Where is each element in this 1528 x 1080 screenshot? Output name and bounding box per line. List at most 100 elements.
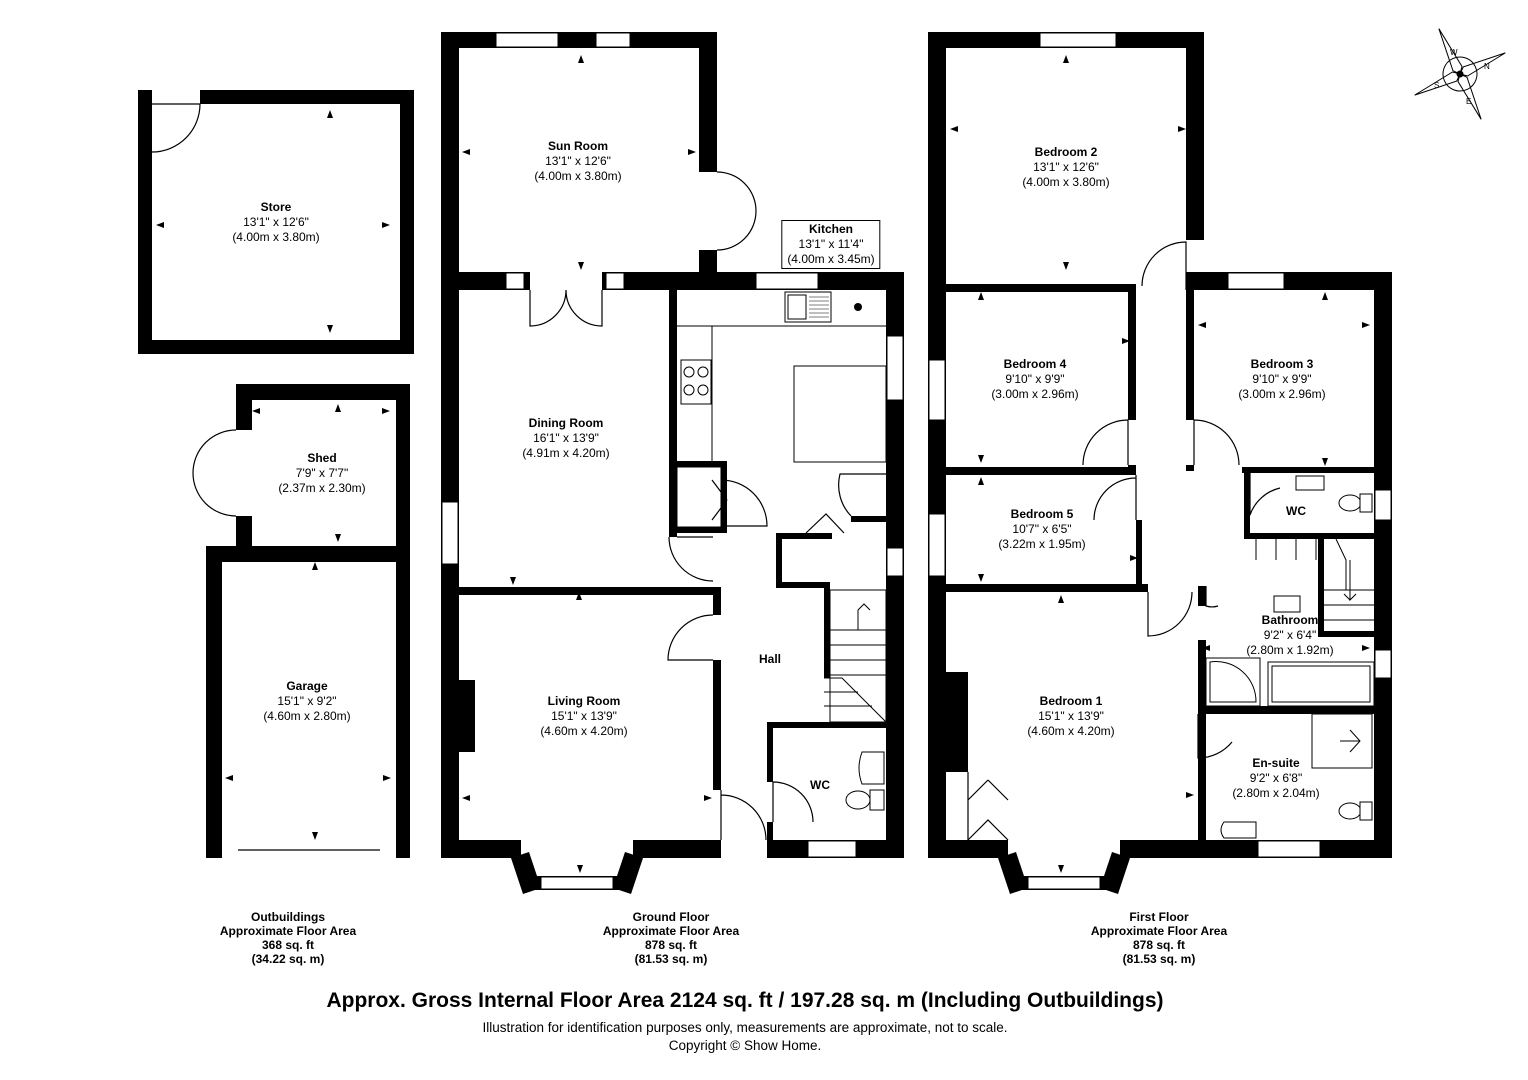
copyright-text: Copyright © Show Home. — [668, 1038, 822, 1053]
room-label-first-wc: WC — [1286, 504, 1306, 519]
room-dimensions-imperial: 9'10" x 9'9" — [1005, 372, 1065, 386]
room-dimensions-metric: (2.80m x 1.92m) — [1246, 643, 1334, 657]
room-label-ground-wc: WC — [810, 778, 830, 793]
kitchen-fittings — [676, 291, 887, 528]
room-dimensions-imperial: 9'2" x 6'4" — [1263, 628, 1317, 642]
gross-internal-area: Approx. Gross Internal Floor Area 2124 s… — [326, 989, 1164, 1012]
floor-title: First Floor — [1129, 910, 1189, 924]
room-dimensions-metric: (3.22m x 1.95m) — [998, 537, 1086, 551]
room-dimensions-metric: (3.00m x 2.96m) — [991, 387, 1079, 401]
room-name: Shed — [307, 451, 337, 465]
room-dimensions-metric: (2.37m x 2.30m) — [278, 481, 366, 495]
room-name: En-suite — [1252, 756, 1300, 770]
room-label-kitchen: Kitchen 13'1" x 11'4" (4.00m x 3.45m) — [781, 220, 881, 269]
kitchen-boiler — [854, 303, 862, 311]
floor-title: Ground Floor — [632, 910, 710, 924]
ground-floor-windows — [441, 32, 904, 890]
room-name: Dining Room — [528, 416, 604, 430]
first-floor-doors — [967, 240, 1281, 841]
first-floor-area-summary: First Floor Approximate Floor Area 878 s… — [1091, 910, 1227, 966]
floor-area-sqft: 878 sq. ft — [1132, 938, 1186, 952]
room-dimensions-metric: (4.60m x 2.80m) — [263, 709, 351, 723]
compass-south-label: S — [1434, 81, 1439, 90]
room-dimensions-imperial: 10'7" x 6'5" — [1012, 522, 1072, 536]
room-dimensions-metric: (4.00m x 3.80m) — [232, 230, 320, 244]
room-name: Bedroom 2 — [1034, 145, 1098, 159]
room-label-living-room: Living Room 15'1" x 13'9" (4.60m x 4.20m… — [540, 694, 627, 739]
room-dimensions-metric: (4.60m x 4.20m) — [540, 724, 628, 738]
first-floor-windows — [928, 32, 1392, 890]
room-label-bedroom-2: Bedroom 2 13'1" x 12'6" (4.00m x 3.80m) — [1022, 145, 1109, 190]
room-name: Hall — [758, 652, 782, 666]
compass-east-label: E — [1466, 97, 1471, 106]
floor-area-caption: Approximate Floor Area — [1090, 924, 1228, 938]
first-floor-fittings — [1205, 475, 1375, 839]
room-label-sun-room: Sun Room 13'1" x 12'6" (4.00m x 3.80m) — [534, 139, 621, 184]
floor-area-sqm: (34.22 sq. m) — [251, 952, 325, 966]
ground-wc-fittings — [845, 751, 885, 811]
room-dimensions-imperial: 7'9" x 7'7" — [295, 466, 349, 480]
room-name: Sun Room — [548, 139, 608, 153]
floor-area-sqm: (81.53 sq. m) — [634, 952, 708, 966]
room-name: Living Room — [547, 694, 621, 708]
compass-west-label: W — [1450, 48, 1458, 57]
room-dimensions-imperial: 15'1" x 13'9" — [551, 709, 617, 723]
dimension-markers — [156, 55, 1370, 873]
room-name: Kitchen — [808, 222, 853, 236]
room-label-bedroom-1: Bedroom 1 15'1" x 13'9" (4.60m x 4.20m) — [1027, 694, 1114, 739]
room-dimensions-imperial: 16'1" x 13'9" — [533, 431, 599, 445]
shed-door-opening — [236, 430, 252, 516]
ground-stairs — [824, 589, 887, 723]
ground-floor-walls — [441, 32, 904, 894]
room-dimensions-imperial: 15'1" x 13'9" — [1038, 709, 1104, 723]
room-dimensions-imperial: 13'1" x 12'6" — [545, 154, 611, 168]
room-dimensions-metric: (4.00m x 3.80m) — [1022, 175, 1110, 189]
room-label-store: Store 13'1" x 12'6" (4.00m x 3.80m) — [232, 200, 319, 245]
first-floor-walls — [928, 32, 1392, 894]
room-dimensions-metric: (4.00m x 3.80m) — [534, 169, 622, 183]
room-label-shed: Shed 7'9" x 7'7" (2.37m x 2.30m) — [278, 451, 365, 496]
compass-rose-icon — [1414, 28, 1506, 120]
room-dimensions-metric: (4.00m x 3.45m) — [787, 252, 875, 266]
store-door-opening — [152, 90, 200, 104]
floor-title: Outbuildings — [251, 910, 325, 924]
floor-area-caption: Approximate Floor Area — [602, 924, 740, 938]
room-label-bedroom-5: Bedroom 5 10'7" x 6'5" (3.22m x 1.95m) — [998, 507, 1085, 552]
room-name: Store — [260, 200, 292, 214]
room-name: Garage — [286, 679, 328, 693]
room-dimensions-imperial: 13'1" x 11'4" — [798, 237, 864, 251]
room-name: WC — [810, 778, 830, 792]
room-dimensions-metric: (4.91m x 4.20m) — [522, 446, 610, 460]
floor-area-sqft: 368 sq. ft — [261, 938, 315, 952]
floor-area-sqm: (81.53 sq. m) — [1122, 952, 1196, 966]
shed-double-door-swing — [192, 429, 237, 517]
room-dimensions-imperial: 9'2" x 6'8" — [1249, 771, 1303, 785]
room-label-bathroom: Bathroom 9'2" x 6'4" (2.80m x 1.92m) — [1246, 613, 1333, 658]
room-label-bedroom-3: Bedroom 3 9'10" x 9'9" (3.00m x 2.96m) — [1238, 357, 1325, 402]
room-label-bedroom-4: Bedroom 4 9'10" x 9'9" (3.00m x 2.96m) — [991, 357, 1078, 402]
floor-area-sqft: 878 sq. ft — [644, 938, 698, 952]
room-name: Bedroom 3 — [1250, 357, 1314, 371]
outbuildings-area-summary: Outbuildings Approximate Floor Area 368 … — [220, 910, 356, 966]
room-name: Bedroom 1 — [1039, 694, 1103, 708]
room-dimensions-metric: (3.00m x 2.96m) — [1238, 387, 1326, 401]
room-name: Bedroom 5 — [1010, 507, 1074, 521]
room-dimensions-metric: (2.80m x 2.04m) — [1232, 786, 1320, 800]
room-dimensions-imperial: 15'1" x 9'2" — [277, 694, 337, 708]
room-dimensions-imperial: 13'1" x 12'6" — [243, 215, 309, 229]
room-label-dining-room: Dining Room 16'1" x 13'9" (4.91m x 4.20m… — [522, 416, 609, 461]
room-dimensions-imperial: 13'1" x 12'6" — [1033, 160, 1099, 174]
ground-floor-doors — [529, 171, 886, 841]
compass-north-label: N — [1484, 62, 1490, 71]
room-dimensions-metric: (4.60m x 4.20m) — [1027, 724, 1115, 738]
room-label-hall: Hall — [759, 652, 781, 667]
room-name: Bedroom 4 — [1003, 357, 1067, 371]
store-door-swing — [151, 103, 201, 153]
store-walls — [138, 90, 414, 354]
ground-floor-area-summary: Ground Floor Approximate Floor Area 878 … — [603, 910, 739, 966]
room-name: Bathroom — [1261, 613, 1319, 627]
room-dimensions-imperial: 9'10" x 9'9" — [1252, 372, 1312, 386]
room-name: WC — [1286, 504, 1306, 518]
first-floor-stairs — [1255, 538, 1374, 621]
